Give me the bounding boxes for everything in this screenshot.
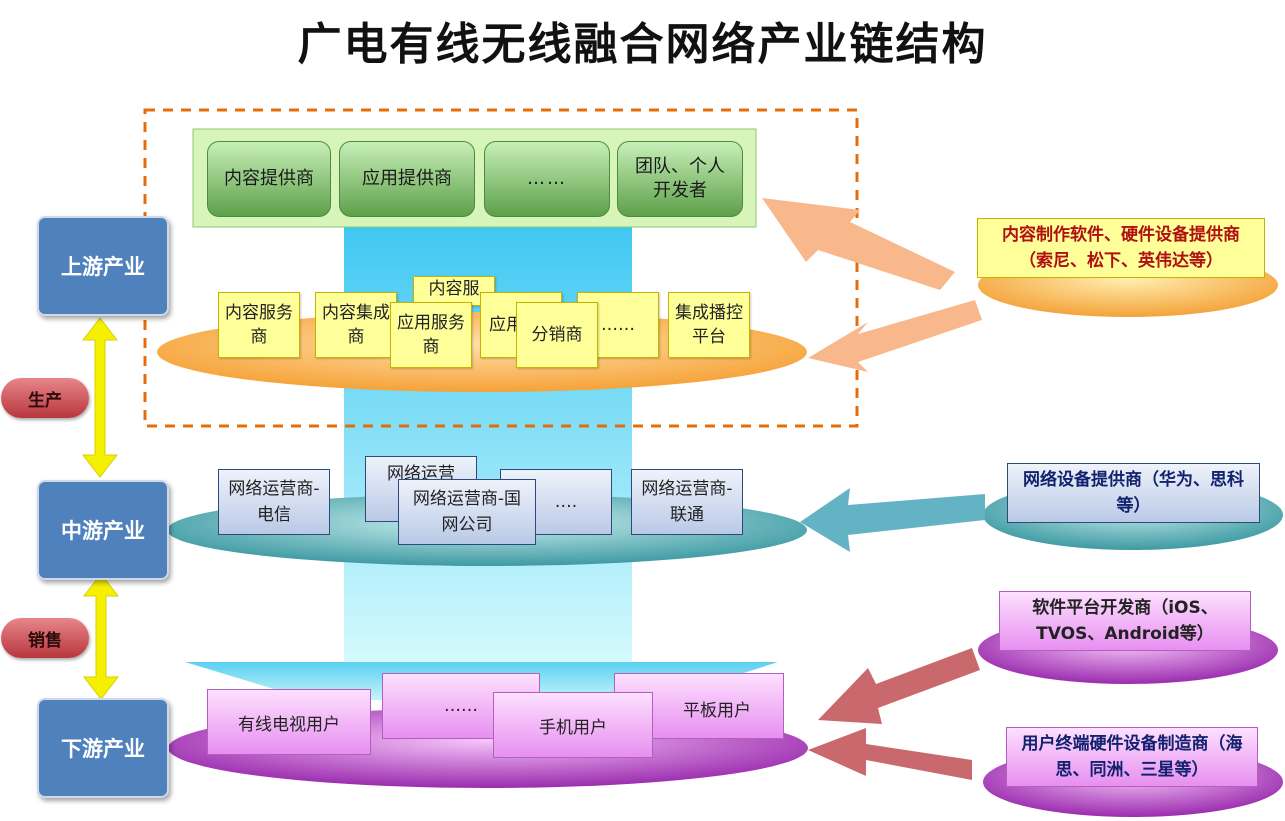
content-provider-box: 内容提供商 <box>207 141 331 217</box>
arrow-content-to-top <box>762 198 955 290</box>
broadcast-platform-box: 集成播控平台 <box>668 292 750 358</box>
developer-box: 团队、个人开发者 <box>617 141 743 217</box>
app-service-box: 应用服务商 <box>390 302 472 368</box>
sales-label: 销售 <box>1 618 89 658</box>
user-ellipsis-box: …… <box>382 673 540 739</box>
distributor-box: 分销商 <box>516 302 598 368</box>
software-platform-supplier-box: 软件平台开发商（iOS、TVOS、Android等） <box>999 591 1251 651</box>
sales-double-arrow <box>82 573 120 700</box>
network-eq-supplier-box: 网络设备提供商（华为、思科等） <box>1007 463 1260 523</box>
content-hw-supplier-box: 内容制作软件、硬件设备提供商（索尼、松下、英伟达等） <box>977 218 1265 278</box>
operator-state-grid-box: 网络运营商-国网公司 <box>398 479 536 545</box>
arrow-terminal <box>808 728 972 780</box>
upstream-level-box: 上游产业 <box>37 216 169 316</box>
app-provider-box: 应用提供商 <box>339 141 475 217</box>
arrow-network <box>800 488 985 552</box>
arrow-software <box>818 648 980 724</box>
downstream-level-box: 下游产业 <box>37 698 169 798</box>
midstream-level-box: 中游产业 <box>37 480 169 580</box>
operator-telecom-box: 网络运营商-电信 <box>218 469 330 535</box>
mobile-user-box: 手机用户 <box>493 692 653 758</box>
operator-unicom-box: 网络运营商-联通 <box>631 469 743 535</box>
production-double-arrow <box>81 317 119 478</box>
production-label: 生产 <box>1 378 89 418</box>
upstream-ellipsis-box: …… <box>484 141 610 217</box>
content-service-box: 内容服务商 <box>218 292 300 358</box>
arrow-content-to-service <box>808 300 982 372</box>
cable-tv-user-box: 有线电视用户 <box>207 689 371 755</box>
terminal-hw-supplier-box: 用户终端硬件设备制造商（海思、同洲、三星等） <box>1006 727 1258 787</box>
page-title: 广电有线无线融合网络产业链结构 <box>297 19 988 70</box>
content-integrator-box: 内容集成商 <box>315 292 397 358</box>
